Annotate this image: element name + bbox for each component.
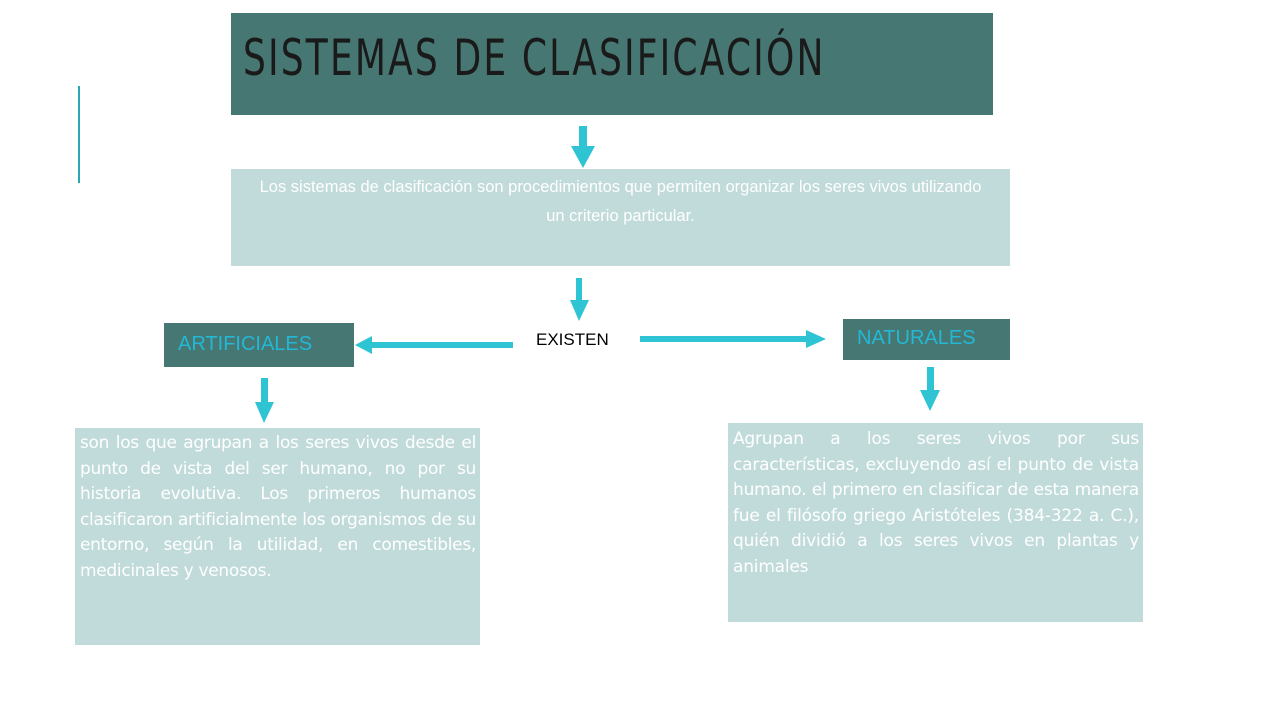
arrow-definition-to-existen bbox=[570, 278, 589, 321]
arrow-naturales-to-description bbox=[920, 367, 940, 411]
natural-description-box: Agrupan a los seres vivos por sus caract… bbox=[728, 423, 1143, 622]
natural-description: Agrupan a los seres vivos por sus caract… bbox=[733, 429, 1139, 577]
artificial-label: ARTIFICIALES bbox=[178, 333, 313, 355]
natural-label: NATURALES bbox=[857, 327, 976, 349]
artificial-description-box: son los que agrupan a los seres vivos de… bbox=[75, 428, 480, 645]
arrow-title-to-definition bbox=[571, 126, 595, 168]
arrow-artificiales-to-description bbox=[255, 378, 274, 423]
arrow-to-artificiales bbox=[355, 336, 513, 354]
artificial-label-box: ARTIFICIALES bbox=[164, 323, 354, 367]
page-title: SISTEMAS DE CLASIFICACIÓN bbox=[243, 29, 826, 87]
connector-label: EXISTEN bbox=[536, 330, 609, 349]
artificial-description: son los que agrupan a los seres vivos de… bbox=[80, 433, 476, 581]
title-box: SISTEMAS DE CLASIFICACIÓN bbox=[231, 13, 993, 115]
definition-text: Los sistemas de clasificación son proced… bbox=[259, 178, 982, 225]
natural-label-box: NATURALES bbox=[843, 319, 1010, 360]
arrow-to-naturales bbox=[640, 330, 826, 348]
definition-box: Los sistemas de clasificación son proced… bbox=[231, 169, 1010, 266]
accent-line bbox=[78, 86, 80, 183]
